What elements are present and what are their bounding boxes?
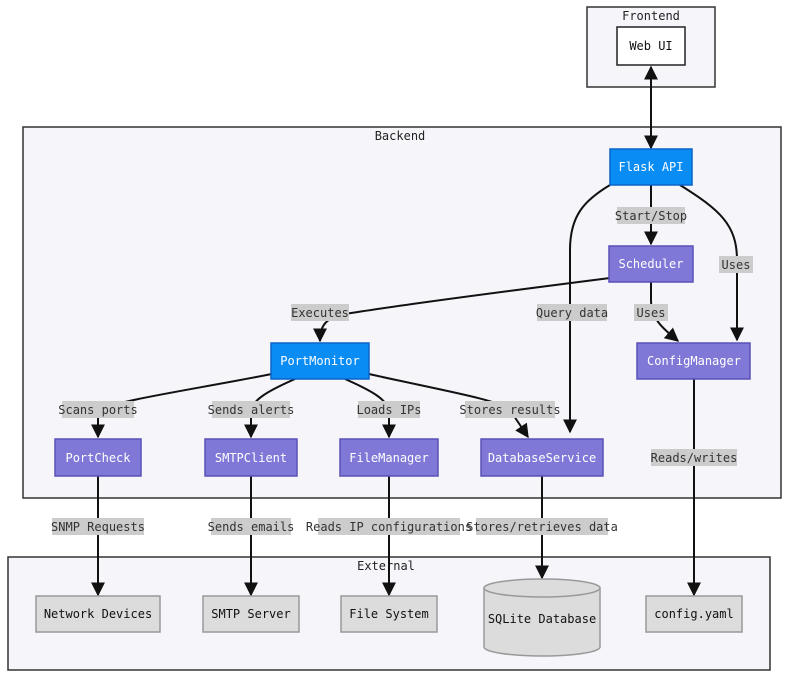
port-monitor-node: PortMonitor <box>270 342 370 380</box>
config-yaml-node: config.yaml <box>645 595 743 633</box>
svg-text:config.yaml: config.yaml <box>654 607 733 621</box>
database-service-node: DatabaseService <box>480 438 604 477</box>
svg-text:PortMonitor: PortMonitor <box>280 354 359 368</box>
edge-flask-databaseservice <box>563 184 611 434</box>
edges <box>91 65 744 597</box>
svg-text:Sends emails: Sends emails <box>208 520 295 534</box>
label-stores-retrieves: Stores/retrieves data <box>466 518 618 535</box>
svg-text:Flask API: Flask API <box>618 160 683 174</box>
svg-text:Start/Stop: Start/Stop <box>615 209 687 223</box>
smtp-client-node: SMTPClient <box>204 438 298 477</box>
svg-text:Query data: Query data <box>536 306 608 320</box>
svg-text:Executes: Executes <box>291 306 349 320</box>
svg-text:Uses: Uses <box>637 306 666 320</box>
external-group-title: External <box>357 559 415 573</box>
svg-text:Uses: Uses <box>722 258 751 272</box>
file-manager-node: FileManager <box>339 438 439 477</box>
svg-text:PortCheck: PortCheck <box>65 451 131 465</box>
label-loads-ips: Loads IPs <box>356 401 422 418</box>
svg-text:Stores/retrieves data: Stores/retrieves data <box>466 520 618 534</box>
frontend-group-title: Frontend <box>622 9 680 23</box>
label-stores-results: Stores results <box>459 401 561 418</box>
port-check-node: PortCheck <box>54 438 142 477</box>
label-sends-alerts: Sends alerts <box>208 401 295 418</box>
config-manager-node: ConfigManager <box>636 342 751 380</box>
label-uses-scheduler: Uses <box>634 304 668 321</box>
svg-text:Stores results: Stores results <box>459 403 560 417</box>
flask-api-node: Flask API <box>609 148 693 186</box>
svg-text:SMTPClient: SMTPClient <box>215 451 287 465</box>
svg-text:Reads/writes: Reads/writes <box>651 451 738 465</box>
smtp-server-node: SMTP Server <box>202 595 300 633</box>
svg-text:FileManager: FileManager <box>349 451 428 465</box>
label-start-stop: Start/Stop <box>615 207 687 224</box>
svg-text:Scheduler: Scheduler <box>618 257 683 271</box>
svg-text:Web UI: Web UI <box>629 39 672 53</box>
label-reads-ip-configurations: Reads IP configurations <box>306 518 472 535</box>
file-system-node: File System <box>340 595 438 633</box>
web-ui-node: Web UI <box>616 26 686 66</box>
label-snmp-requests: SNMP Requests <box>51 518 145 535</box>
svg-text:Scans ports: Scans ports <box>58 403 137 417</box>
sqlite-database-node: SQLite Database <box>483 578 601 657</box>
backend-group-title: Backend <box>375 129 426 143</box>
svg-text:Loads IPs: Loads IPs <box>356 403 421 417</box>
svg-text:SMTP Server: SMTP Server <box>211 607 290 621</box>
edge-labels: Start/Stop Uses Query data Executes Uses… <box>51 207 753 535</box>
svg-text:SNMP Requests: SNMP Requests <box>51 520 145 534</box>
edge-scheduler-portmonitor <box>313 277 611 343</box>
svg-text:Sends alerts: Sends alerts <box>208 403 295 417</box>
svg-text:Reads IP configurations: Reads IP configurations <box>306 520 472 534</box>
label-uses-api: Uses <box>719 256 753 273</box>
svg-text:Network Devices: Network Devices <box>44 607 152 621</box>
scheduler-node: Scheduler <box>608 245 694 283</box>
label-sends-emails: Sends emails <box>208 518 295 535</box>
svg-text:ConfigManager: ConfigManager <box>647 354 741 368</box>
label-reads-writes: Reads/writes <box>651 449 738 466</box>
label-executes: Executes <box>291 304 349 321</box>
svg-text:DatabaseService: DatabaseService <box>488 451 596 465</box>
svg-text:File System: File System <box>349 607 428 621</box>
label-query-data: Query data <box>536 304 608 321</box>
label-scans-ports: Scans ports <box>58 401 138 418</box>
edge-scheduler-configmanager <box>650 282 680 342</box>
network-devices-node: Network Devices <box>35 595 161 633</box>
svg-text:SQLite Database: SQLite Database <box>488 612 596 626</box>
